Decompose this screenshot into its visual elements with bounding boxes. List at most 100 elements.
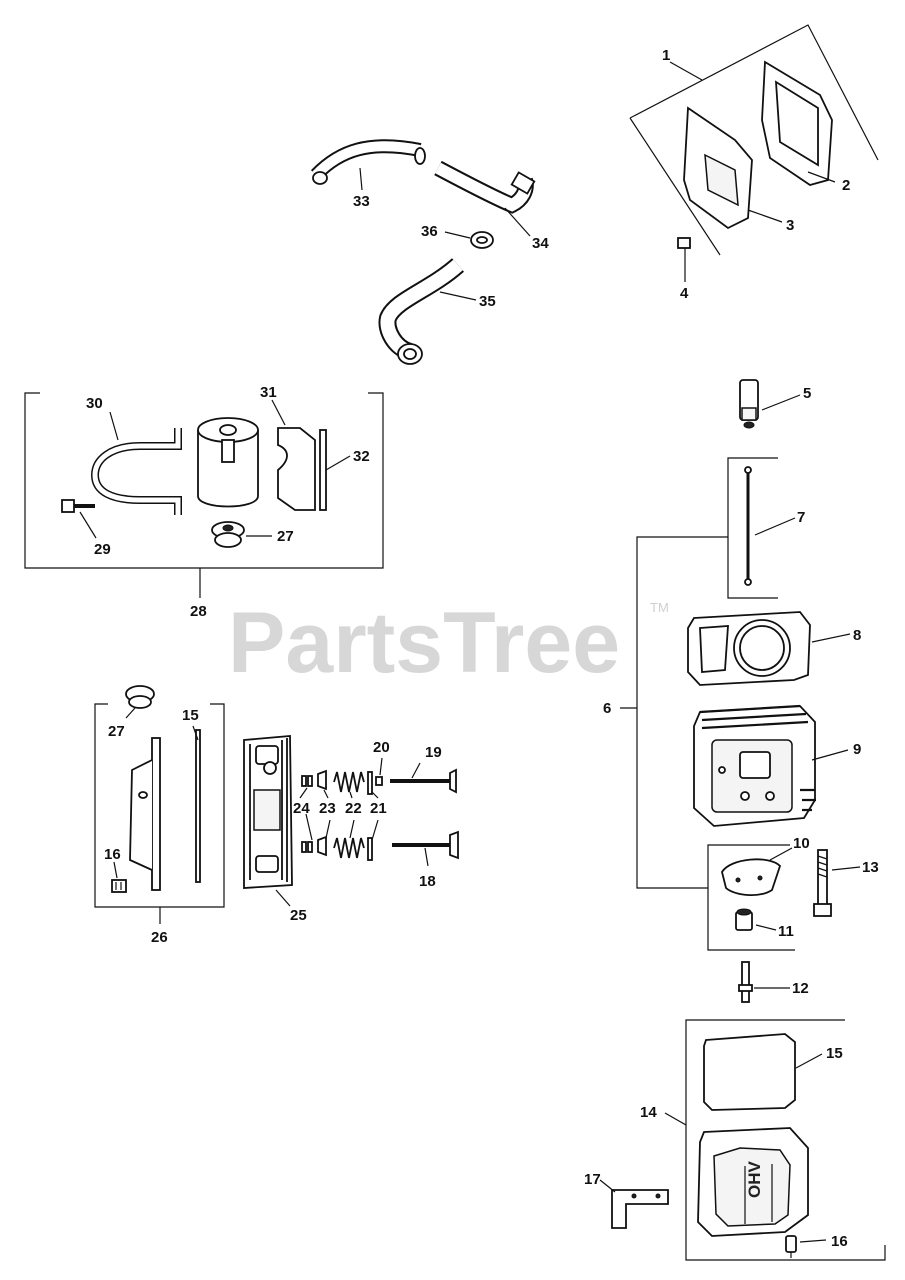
callout-28: 28 — [190, 603, 207, 620]
part-23-retainers[interactable] — [317, 769, 327, 857]
part-3-cover-boss — [704, 153, 739, 207]
leader-20 — [379, 757, 383, 776]
part-35-hose[interactable] — [378, 258, 464, 365]
part-16-breather-b[interactable] — [785, 1235, 797, 1258]
part-9-cylinder-head[interactable] — [693, 704, 816, 827]
leader-7 — [754, 517, 796, 536]
callout-24: 24 — [293, 800, 310, 817]
leader-22-b — [349, 819, 355, 839]
leader-23-b — [325, 819, 331, 839]
part-30-strap[interactable] — [90, 428, 182, 515]
leader-19 — [411, 762, 421, 779]
callout-3: 3 — [786, 217, 794, 234]
part-19-exhaust-valve[interactable] — [390, 768, 457, 794]
callout-2: 2 — [842, 177, 850, 194]
part-group-1-cover-kit[interactable] — [629, 24, 879, 256]
callout-16-a: 16 — [104, 846, 121, 863]
callout-33: 33 — [353, 193, 370, 210]
callout-34: 34 — [532, 235, 549, 252]
leader-3 — [747, 209, 783, 223]
callout-30: 30 — [86, 395, 103, 412]
group-6-bracket — [636, 536, 728, 889]
group-1-bracket-side — [629, 117, 721, 256]
callout-14: 14 — [640, 1104, 657, 1121]
part-33-hose[interactable] — [310, 139, 426, 185]
callout-6: 6 — [603, 700, 611, 717]
part-24-keepers[interactable] — [301, 775, 313, 853]
leader-29 — [79, 511, 97, 539]
leader-14 — [664, 1112, 687, 1126]
leader-11 — [755, 924, 777, 931]
part-26-cover-plate[interactable] — [129, 737, 161, 891]
group-14-bracket — [685, 1019, 886, 1261]
callout-23: 23 — [319, 800, 336, 817]
part-10-rocker-arm[interactable] — [721, 858, 782, 896]
callout-15-a: 15 — [182, 707, 199, 724]
callout-16-b: 16 — [831, 1233, 848, 1250]
leader-13 — [831, 866, 861, 871]
part-22-springs[interactable] — [333, 771, 365, 859]
part-8-head-gasket[interactable] — [687, 611, 811, 686]
part-17-bracket[interactable] — [611, 1189, 669, 1229]
part-5-lifter[interactable] — [739, 379, 759, 429]
callout-27-a: 27 — [277, 528, 294, 545]
part-32-gasket[interactable] — [319, 429, 327, 511]
callout-5: 5 — [803, 385, 811, 402]
group-28-bracket — [24, 392, 384, 569]
callout-21: 21 — [370, 800, 387, 817]
callout-26: 26 — [151, 929, 168, 946]
callout-20: 20 — [373, 739, 390, 756]
leader-1 — [669, 61, 703, 81]
leader-36 — [444, 231, 471, 239]
leader-30 — [109, 411, 119, 441]
leader-23 — [323, 789, 329, 799]
callout-15-b: 15 — [826, 1045, 843, 1062]
callout-10: 10 — [793, 835, 810, 852]
callout-7: 7 — [797, 509, 805, 526]
part-valve-cover[interactable]: OHV — [697, 1127, 809, 1237]
callout-27-b: 27 — [108, 723, 125, 740]
part-7-push-rod[interactable] — [744, 466, 752, 586]
leader-21-b — [371, 819, 379, 841]
callout-4: 4 — [680, 285, 689, 302]
part-27-grommet-b[interactable] — [125, 685, 155, 709]
leader-16-a — [113, 861, 118, 879]
part-36-clamp[interactable] — [470, 231, 494, 249]
part-15-gasket-b[interactable] — [703, 1033, 796, 1111]
callout-29: 29 — [94, 541, 111, 558]
watermark-text: PartsTree — [228, 595, 620, 691]
leader-15-b — [795, 1053, 823, 1069]
leader-16-b — [799, 1239, 827, 1243]
part-12-stud[interactable] — [738, 961, 753, 1003]
part-27-grommet-a[interactable] — [211, 521, 245, 548]
leader-22 — [349, 791, 353, 799]
leader-5 — [761, 394, 801, 411]
part-18-intake-valve[interactable] — [392, 830, 459, 860]
push-rod-box — [727, 457, 778, 599]
callout-1: 1 — [662, 47, 670, 64]
leader-17 — [599, 1179, 616, 1193]
leader-31 — [271, 399, 286, 426]
callout-12: 12 — [792, 980, 809, 997]
leader-27-b — [125, 707, 136, 719]
part-15-gasket-a[interactable] — [195, 729, 201, 883]
part-20-cap[interactable] — [375, 776, 383, 786]
leader-24-b — [305, 813, 313, 841]
part-16-breather-a[interactable] — [111, 879, 127, 893]
part-31-bracket[interactable] — [277, 427, 316, 511]
part-11-pivot[interactable] — [735, 908, 753, 931]
part-34-hose[interactable] — [434, 160, 536, 214]
part-25-head-side[interactable] — [243, 735, 293, 889]
part-29-screw[interactable] — [61, 499, 95, 513]
part-filter-canister[interactable] — [197, 417, 259, 508]
callout-13: 13 — [862, 859, 879, 876]
callout-18: 18 — [419, 873, 436, 890]
part-4-screw[interactable] — [677, 237, 691, 249]
leader-33 — [359, 167, 363, 191]
part-21-seals[interactable] — [367, 771, 373, 861]
leader-18 — [424, 847, 429, 867]
part-13-head-bolt[interactable] — [813, 849, 832, 917]
callout-22: 22 — [345, 800, 362, 817]
callout-19: 19 — [425, 744, 442, 761]
